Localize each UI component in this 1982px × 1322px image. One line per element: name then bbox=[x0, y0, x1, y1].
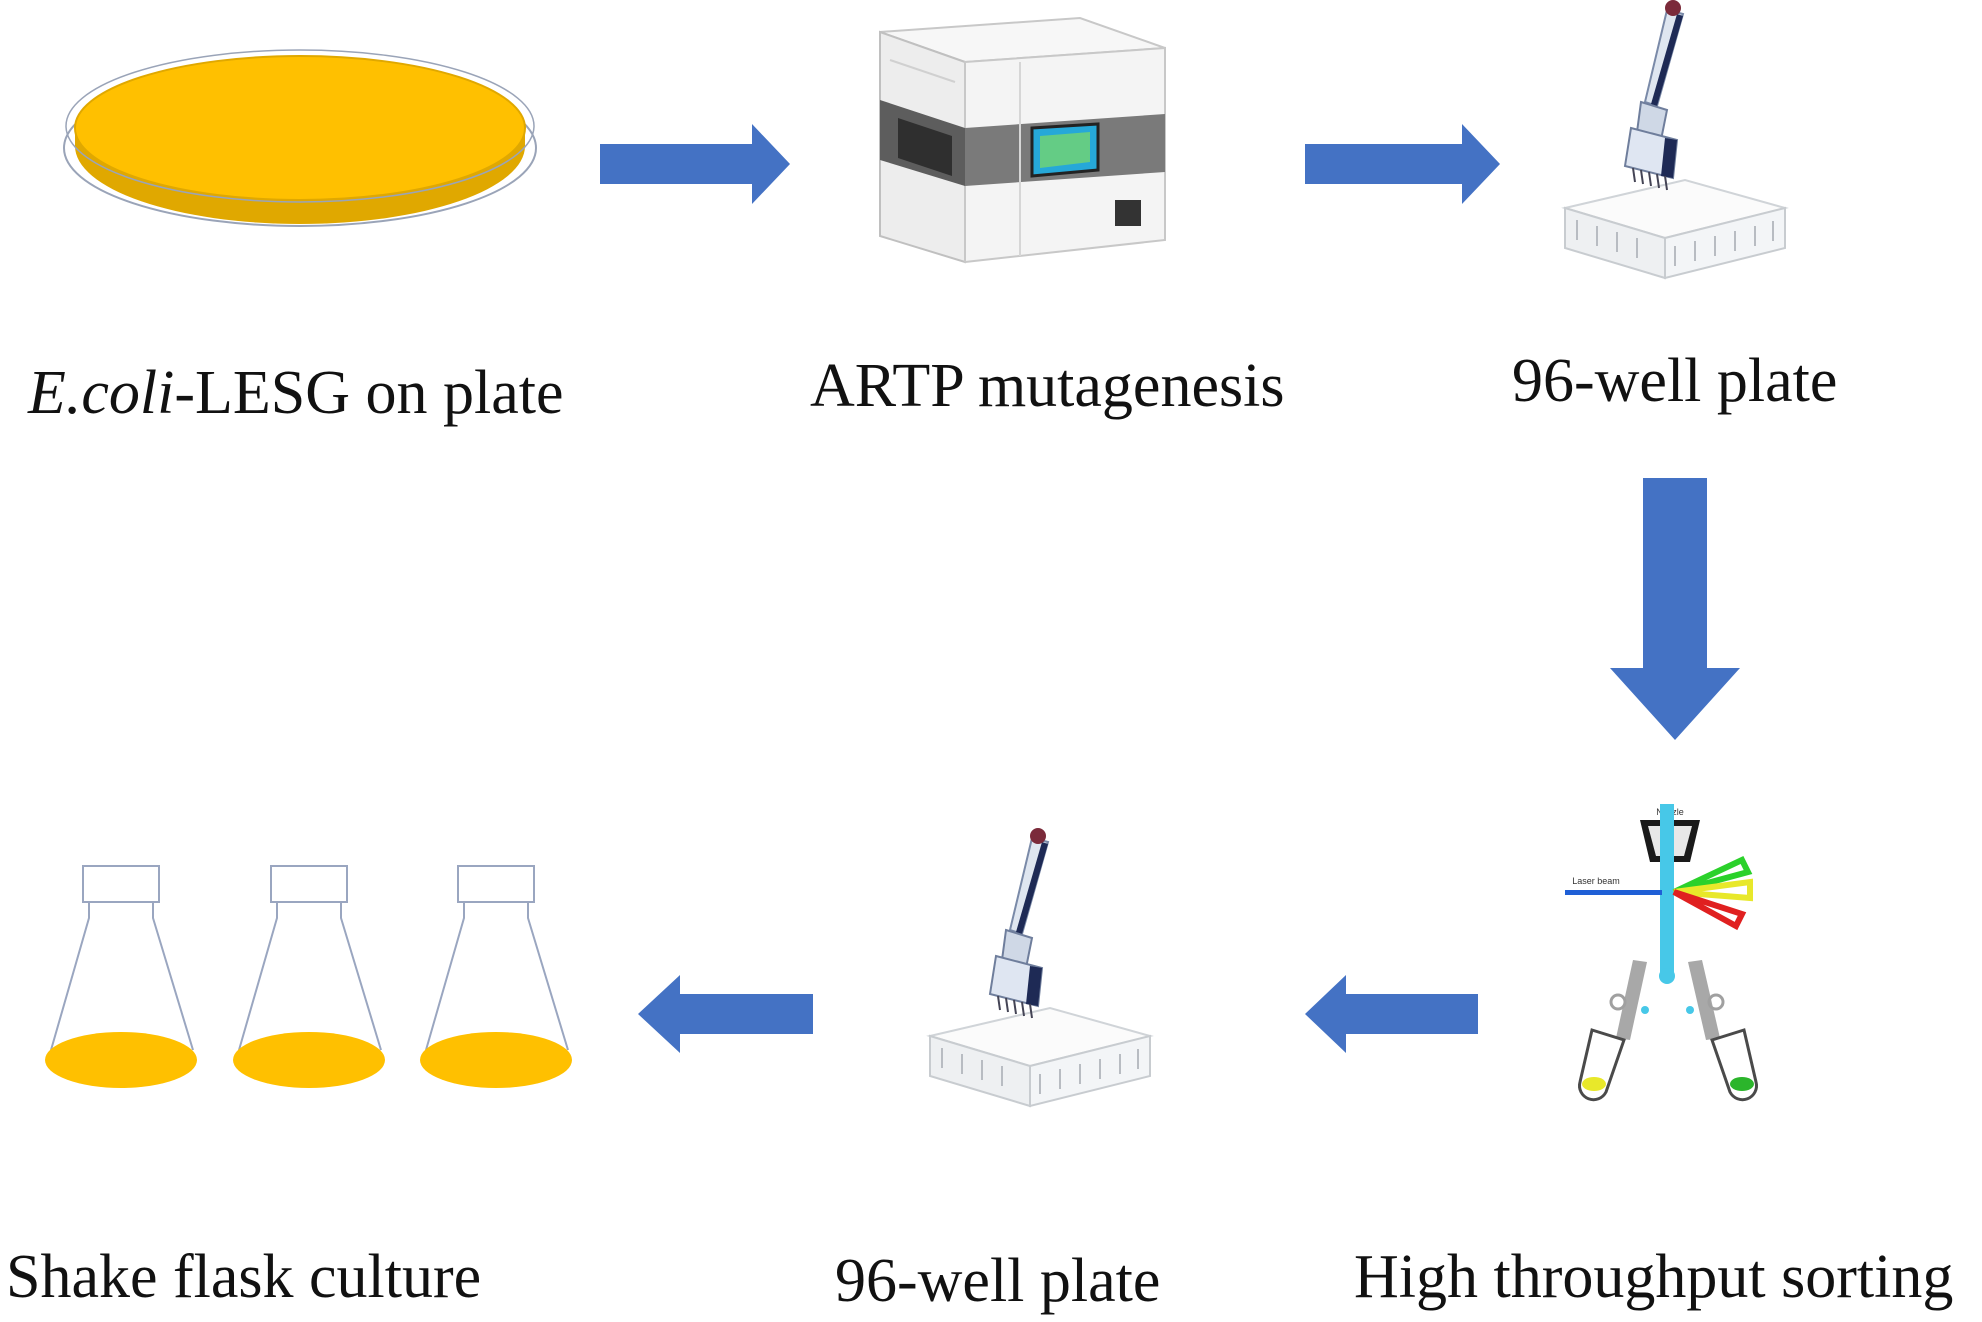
step-3-label: 96-well plate bbox=[1512, 347, 1838, 415]
arrow-left-icon bbox=[1305, 975, 1478, 1053]
pipette-plate-icon bbox=[926, 828, 1154, 1108]
arrow-down-icon bbox=[1610, 478, 1740, 740]
arrow-right-icon bbox=[600, 124, 790, 204]
flow-sorter-icon: Nozzle Laser beam bbox=[1565, 804, 1758, 1102]
shake-flask-icon bbox=[45, 865, 197, 1088]
step-4-label: High throughput sorting bbox=[1354, 1243, 1954, 1311]
step-1-label-italic: E.coli bbox=[28, 359, 175, 427]
shake-flask-icon bbox=[233, 865, 385, 1088]
step-2-label: ARTP mutagenesis bbox=[810, 352, 1285, 420]
step-6-label: Shake flask culture bbox=[6, 1243, 482, 1311]
petri-dish-icon bbox=[63, 49, 537, 227]
artp-instrument-icon bbox=[879, 16, 1166, 264]
arrow-left-icon bbox=[638, 975, 813, 1053]
arrow-right-icon bbox=[1305, 124, 1500, 204]
step-5-label: 96-well plate bbox=[835, 1247, 1161, 1315]
step-1-label: E.coli-LESG on plate bbox=[28, 362, 563, 424]
step-1-label-text: -LESG on plate bbox=[174, 359, 564, 427]
sorter-laser-label: Laser beam bbox=[1572, 876, 1620, 886]
pipette-plate-icon bbox=[1561, 0, 1789, 280]
shake-flask-icon bbox=[420, 865, 572, 1088]
